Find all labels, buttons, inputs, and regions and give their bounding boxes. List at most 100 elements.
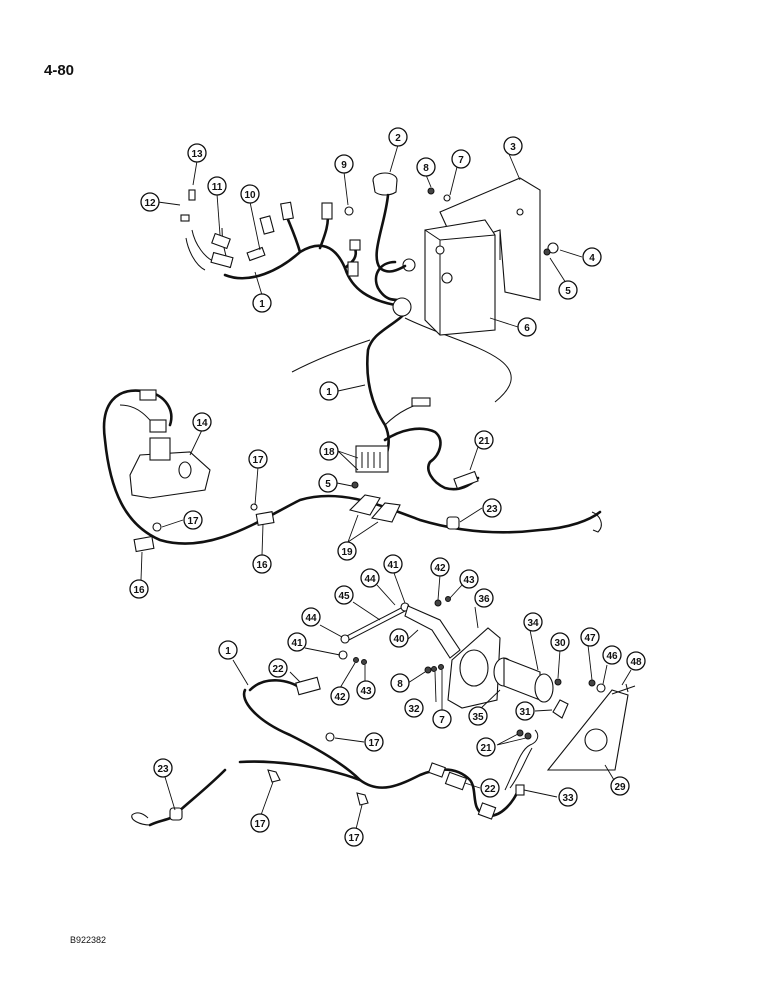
grommet-23b (169, 807, 183, 821)
svg-text:43: 43 (463, 575, 475, 586)
callout-43: 43 (356, 680, 376, 700)
callout-11: 11 (207, 176, 227, 196)
terminal-21a (516, 729, 524, 737)
callout-22: 22 (480, 778, 500, 798)
svg-text:17: 17 (254, 819, 266, 830)
grommet-23a (446, 516, 460, 530)
module-knob-a (441, 272, 453, 284)
callout-48: 48 (626, 651, 646, 671)
callout-17: 17 (344, 827, 364, 847)
svg-text:16: 16 (133, 585, 145, 596)
terminal-21b (524, 732, 532, 740)
callout-30: 30 (550, 632, 570, 652)
svg-text:5: 5 (565, 286, 571, 297)
svg-text:13: 13 (191, 149, 203, 160)
clip-17d (267, 769, 281, 783)
svg-text:44: 44 (364, 574, 376, 585)
gauge-body (372, 179, 398, 196)
connector-branch-c (321, 202, 333, 220)
upper-harness (180, 172, 559, 491)
linkage-rod-45b (344, 609, 408, 643)
fastener-32 (431, 666, 437, 672)
callout-29: 29 (610, 776, 630, 796)
callout-1: 1 (319, 381, 339, 401)
connector-main-plug (392, 297, 412, 317)
terminal-end-a (591, 511, 602, 533)
svg-text:23: 23 (157, 764, 169, 775)
connector-13 (188, 189, 196, 201)
figure-code: B922382 (70, 935, 107, 945)
callout-17: 17 (248, 449, 268, 469)
callout-42: 42 (430, 557, 450, 577)
harness-trunk (223, 244, 407, 470)
connector-lower-a (428, 762, 446, 778)
connector-14a (139, 389, 157, 401)
connector-22a (295, 676, 321, 696)
harness-thin-lead-a (291, 339, 371, 373)
svg-text:17: 17 (252, 455, 264, 466)
clip-16a (133, 535, 155, 553)
fastener-47 (588, 679, 596, 687)
svg-text:5: 5 (325, 479, 331, 490)
callout-4: 4 (582, 247, 602, 267)
svg-text:46: 46 (606, 651, 618, 662)
fastener-43b (361, 659, 367, 665)
fastener-42a (434, 599, 442, 607)
svg-text:32: 32 (408, 704, 420, 715)
svg-text:1: 1 (259, 299, 265, 310)
fastener-8b (424, 666, 432, 674)
callouts: 13 12 11 10 9 2 8 7 3 4 5 1 6 1 14 21 18… (129, 127, 646, 847)
side-plate-29 (546, 689, 629, 771)
fastener-7 (443, 194, 451, 202)
callout-19: 19 (337, 541, 357, 561)
connector-block-ribs (361, 452, 381, 468)
solenoid-valve (129, 451, 211, 499)
svg-text:4: 4 (589, 253, 595, 264)
clip-17b (250, 503, 258, 511)
callout-14: 14 (192, 412, 212, 432)
callout-1: 1 (218, 640, 238, 660)
actuator-cap (534, 673, 554, 703)
svg-text:44: 44 (305, 613, 317, 624)
svg-text:12: 12 (144, 198, 156, 209)
connector-22b (444, 771, 468, 791)
callout-21: 21 (476, 737, 496, 757)
side-plate-hole (584, 728, 608, 752)
middle-harness (102, 389, 602, 553)
callout-5: 5 (558, 280, 578, 300)
svg-text:14: 14 (196, 418, 208, 429)
lower-assembly (131, 596, 636, 827)
solenoid-valve-cap (149, 437, 171, 461)
harness-thin-lead-b (404, 317, 512, 403)
leader-lines (140, 144, 632, 830)
callout-17: 17 (183, 510, 203, 530)
harness-branch-gauge (374, 260, 402, 302)
svg-text:1: 1 (326, 387, 332, 398)
svg-text:3: 3 (510, 142, 516, 153)
fastener-7b (438, 664, 444, 670)
callout-47: 47 (580, 627, 600, 647)
callout-46: 46 (602, 645, 622, 665)
svg-text:42: 42 (334, 692, 346, 703)
callout-22: 22 (268, 658, 288, 678)
fastener-5 (543, 248, 551, 256)
svg-text:8: 8 (397, 679, 403, 690)
callout-16: 16 (252, 554, 272, 574)
lower-harness-leads (504, 729, 539, 791)
svg-text:41: 41 (291, 638, 303, 649)
callout-1: 1 (252, 293, 272, 313)
callout-23: 23 (482, 498, 502, 518)
valve-port (178, 461, 192, 479)
svg-text:8: 8 (423, 163, 429, 174)
callout-17: 17 (250, 813, 270, 833)
terminal-end-b (131, 812, 151, 826)
fastener-46 (596, 683, 606, 693)
connector-21 (453, 470, 479, 490)
clip-16b (255, 511, 275, 526)
callout-13: 13 (187, 143, 207, 163)
callout-44: 44 (360, 568, 380, 588)
svg-text:33: 33 (562, 793, 574, 804)
svg-text:22: 22 (272, 664, 284, 675)
callout-17: 17 (364, 732, 384, 752)
svg-text:31: 31 (519, 707, 531, 718)
